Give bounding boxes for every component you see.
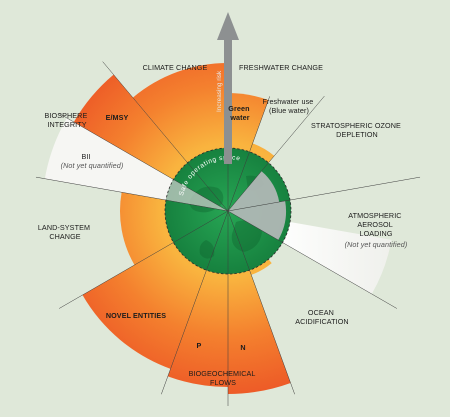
climate-change-label: CLIMATE CHANGE bbox=[143, 63, 208, 72]
biosphere-integrity-label: BIOSPHERE INTEGRITY bbox=[45, 111, 90, 129]
aerosol-not-quantified-note: (Not yet quantified) bbox=[345, 240, 408, 249]
bii-not-quantified-note: (Not yet quantified) bbox=[61, 161, 124, 170]
increasing-risk-label: Increasing risk bbox=[216, 70, 223, 112]
freshwater-change-label: FRESHWATER CHANGE bbox=[239, 63, 323, 72]
increasing-risk-arrow: Increasing risk bbox=[216, 12, 239, 164]
bii-inner-wedge bbox=[165, 179, 228, 211]
land-system-change-label: LAND-SYSTEM CHANGE bbox=[38, 223, 92, 241]
ozone-depletion-wedge bbox=[228, 171, 280, 211]
sector-divider-line bbox=[227, 210, 397, 309]
sector-divider-line bbox=[59, 113, 229, 212]
sector-divider-line bbox=[102, 61, 229, 212]
sector-divider-line bbox=[227, 95, 325, 212]
sector-divider-line bbox=[161, 210, 229, 395]
sector-divider-line bbox=[35, 176, 229, 212]
e-msy-label: E/MSY bbox=[106, 113, 129, 122]
blue-water-label: Freshwater use (Blue water) bbox=[262, 97, 315, 115]
sector-divider-line bbox=[227, 96, 270, 212]
aerosol-loading-label: ATMOSPHERIC AEROSOL LOADING bbox=[348, 211, 403, 238]
novel-entities-label: NOVEL ENTITIES bbox=[106, 311, 166, 320]
phosphorus-label: P bbox=[197, 341, 202, 350]
biogeochemical-flows-label: BIOGEOCHEMICAL FLOWS bbox=[189, 369, 258, 387]
sector-divider-line bbox=[227, 210, 295, 395]
nitrogen-label: N bbox=[240, 343, 245, 352]
bii-uncertainty-wedge bbox=[44, 118, 174, 201]
sector-divider-line bbox=[227, 176, 421, 212]
sector-divider-line bbox=[59, 210, 229, 309]
ocean-acidification-label: OCEAN ACIDIFICATION bbox=[295, 308, 348, 326]
sector-labels: CLIMATE CHANGE FRESHWATER CHANGE Green w… bbox=[38, 63, 408, 387]
planetary-boundary-circle bbox=[164, 147, 292, 275]
aerosol-uncertainty-wedge bbox=[282, 221, 392, 294]
ozone-depletion-label: STRATOSPHERIC OZONE DEPLETION bbox=[311, 121, 403, 139]
aerosol-loading-inner-wedge bbox=[228, 200, 286, 240]
green-water-label: Green water bbox=[228, 104, 251, 122]
bii-label: BII bbox=[81, 152, 90, 161]
